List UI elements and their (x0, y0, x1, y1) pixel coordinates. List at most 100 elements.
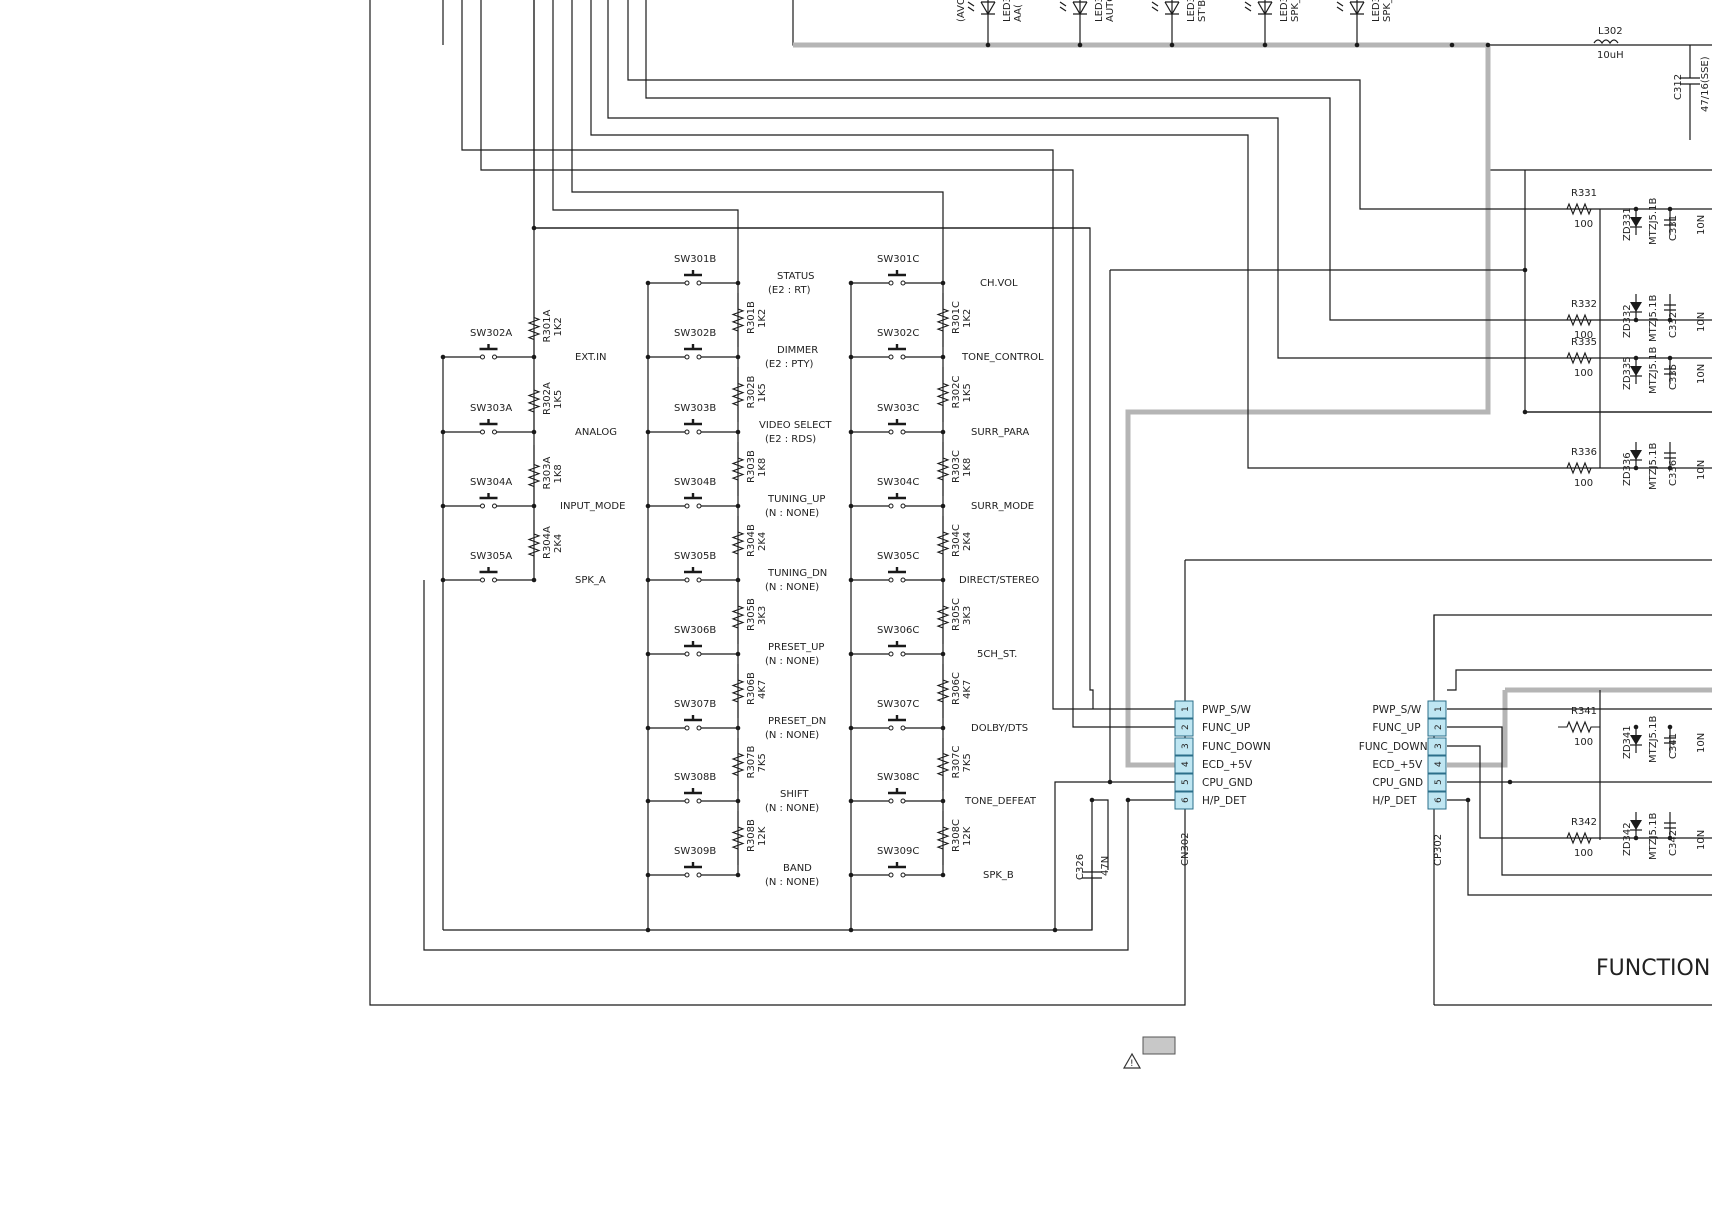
resistor-ref: R304A (542, 526, 553, 559)
junction-dot (1449, 42, 1455, 48)
switch-sw302b (648, 344, 738, 360)
resistor-value: 1K8 (962, 458, 973, 477)
capacitor-value: 10N (1696, 733, 1707, 753)
switch-sw309c (851, 862, 943, 878)
capacitor-value: 10N (1696, 460, 1707, 480)
resistor-r306c (936, 664, 950, 718)
resistor-r331 (1558, 202, 1600, 216)
switch-function: EXT.IN (575, 352, 607, 363)
junction-dot (1052, 927, 1058, 933)
switch-function: BAND (783, 863, 812, 874)
switch-function: DIMMER (777, 345, 818, 356)
capacitor-icon (1664, 358, 1676, 384)
switch-sw307c (851, 715, 943, 731)
resistor-r305c (936, 590, 950, 644)
connector-pin-number: 3 (1181, 743, 1191, 749)
zener-ref: ZD341 (1622, 725, 1633, 759)
switch-sw303b (648, 419, 738, 435)
led-ref: LED3 (1279, 0, 1290, 22)
connector-pin-number: 2 (1434, 724, 1444, 730)
switch-sw304a (443, 493, 534, 509)
led-diode-icon (1164, 1, 1180, 16)
resistor-ref: R342 (1571, 817, 1597, 828)
resistor-ref: R305B (746, 598, 757, 631)
connector-pin-box (1427, 700, 1447, 719)
zener-diode-icon (1630, 366, 1642, 376)
connector-pin-number: 1 (1181, 706, 1191, 712)
switch-function: SPK_A (575, 575, 606, 586)
junction-dots (440, 42, 1673, 933)
resistor-r302c (936, 367, 950, 422)
switch-function-note: (N : NONE) (765, 730, 819, 741)
zener-value: MTZJ5.1B (1648, 716, 1659, 763)
connector-pin-box (1174, 773, 1194, 792)
zener-ref: ZD331 (1622, 207, 1633, 241)
connector-pin-box (1174, 791, 1194, 810)
resistor-r303b (731, 442, 745, 496)
resistor-value: 4K7 (962, 680, 973, 699)
connector-signal-label: PWP_S/W (1202, 704, 1251, 716)
connector-pin-number: 2 (1181, 724, 1191, 730)
switch-function: PRESET_DN (768, 716, 826, 727)
connector-signal-label: CPU_GND (1202, 777, 1253, 789)
resistor-ref: R332 (1571, 299, 1597, 310)
resistor-value: 100 (1574, 848, 1593, 859)
switch-function: DOLBY/DTS (971, 723, 1028, 734)
junction-dot (1522, 409, 1528, 415)
resistor-ref: R302C (951, 375, 962, 408)
resistor-value: 100 (1574, 219, 1593, 230)
switch-ref: SW305B (674, 551, 716, 562)
switch-ref: SW302B (674, 328, 716, 339)
junction-dot (531, 225, 537, 231)
switch-function: STATUS (777, 271, 815, 282)
zener-value: MTZJ5.1B (1648, 295, 1659, 342)
switch-function: SURR_PARA (971, 427, 1029, 438)
light-arrow-icon (1059, 1, 1067, 12)
switch-function: DIRECT/STEREO (959, 575, 1039, 586)
capacitor-ref: C332 (1668, 312, 1679, 338)
led-function: ST'B (1197, 0, 1208, 22)
zener-value: MTZJ5.1B (1648, 813, 1659, 860)
capacitor-ref: C341 (1668, 733, 1679, 759)
switch-sw305b (648, 567, 738, 583)
resistor-r303c (936, 442, 950, 496)
connector-signal-label: FUNC_UP (1202, 722, 1250, 734)
switch-sw306b (648, 641, 738, 657)
switch-function: TUNING_UP (767, 494, 825, 505)
resistor-value: 1K5 (553, 390, 564, 409)
capacitor-c312: C312 47/16(SSE) (1673, 45, 1711, 140)
inductor-l302: L302 10uH (1593, 26, 1624, 61)
switch-sw301b (648, 270, 738, 286)
switch-function: SURR_MODE (971, 501, 1034, 512)
resistor-value: 1K2 (962, 309, 973, 328)
switch-function-note: (N : NONE) (765, 803, 819, 814)
switch-function-note: (E2 : PTY) (765, 359, 814, 370)
capacitor-ref: C336 (1668, 460, 1679, 486)
connector-signal-label: PWP_S/W (1372, 704, 1421, 716)
connector-pin-number: 5 (1181, 779, 1191, 785)
switch-sw309b (648, 862, 738, 878)
switch-sw303c (851, 419, 943, 435)
resistor-value: 12K (962, 826, 973, 846)
connector-signal-label: ECD_+5V (1202, 759, 1253, 771)
resistor-value: 1K2 (553, 317, 564, 336)
resistor-ref: R304C (951, 524, 962, 557)
resistor-r341 (1558, 720, 1600, 734)
resistor-value: 100 (1574, 368, 1593, 379)
resistor-r304a (527, 520, 541, 570)
resistor-ref: R302A (542, 382, 553, 415)
switch-sw305c (851, 567, 943, 583)
connector-pin-number: 3 (1434, 743, 1444, 749)
capacitor-ref: C331 (1668, 215, 1679, 241)
resistor-r332 (1558, 313, 1600, 327)
switch-ref: SW305C (877, 551, 919, 562)
connector-pin-box (1427, 773, 1447, 792)
resistor-r301c (936, 293, 950, 347)
switch-sw302a (443, 344, 534, 360)
connector-ref: CP302 (1433, 834, 1444, 866)
resistor-r304b (731, 516, 745, 570)
